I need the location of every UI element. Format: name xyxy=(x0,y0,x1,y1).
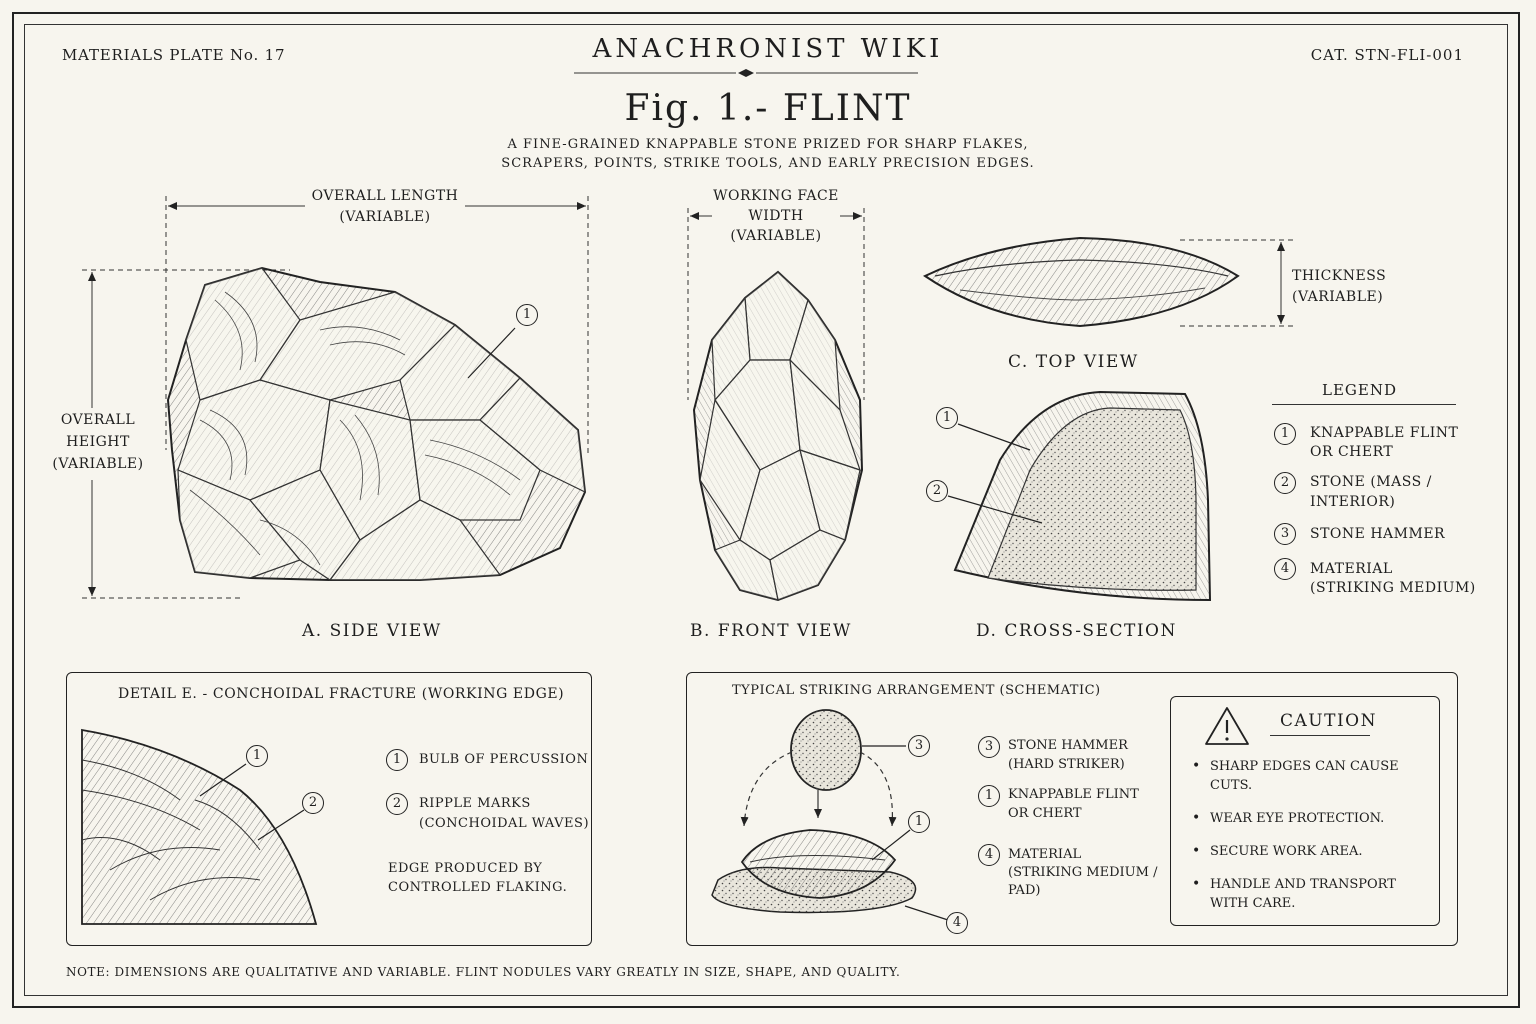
striking-num-3: 4 xyxy=(978,844,1000,866)
striking-callout-hammer: 3 xyxy=(908,735,930,757)
conchoidal-fracture-detail xyxy=(81,728,318,925)
caution-panel xyxy=(1170,696,1440,926)
caution-bullet-marker-4: • xyxy=(1192,876,1201,892)
overall-height-variable: (VARIABLE) xyxy=(52,456,144,472)
striking-arrangement-panel xyxy=(686,672,1458,946)
caution-item-1-line-1: SHARP EDGES CAN CAUSE xyxy=(1210,759,1399,774)
striking-num-2: 1 xyxy=(978,785,1000,807)
striking-item-1-line-1: STONE HAMMER xyxy=(1008,738,1128,753)
legend-num-3: 3 xyxy=(1274,523,1296,545)
striking-callout-pad: 4 xyxy=(946,912,968,934)
detail-item-1: BULB OF PERCUSSION xyxy=(419,752,589,767)
caution-title: CAUTION xyxy=(1280,711,1377,731)
caution-item-4-line-2: WITH CARE. xyxy=(1210,896,1296,911)
stone-hammer xyxy=(790,709,862,791)
thickness-label: THICKNESS xyxy=(1292,268,1387,284)
caution-bullet-marker-3: • xyxy=(1192,843,1201,859)
figure-title: Fig. 1.- FLINT xyxy=(624,88,912,129)
catalog-number: CAT. STN-FLI-001 xyxy=(1310,46,1464,64)
flint-side-view xyxy=(166,266,587,581)
label-top-view: C. TOP VIEW xyxy=(1008,352,1139,372)
legend-divider xyxy=(1272,404,1456,405)
callout-cross-section-1: 1 xyxy=(936,407,958,429)
striking-item-2-line-2: OR CHERT xyxy=(1008,806,1082,821)
label-cross-section: D. CROSS-SECTION xyxy=(976,621,1177,641)
caution-item-2: WEAR EYE PROTECTION. xyxy=(1210,811,1385,826)
striking-item-3-line-1: MATERIAL xyxy=(1008,847,1082,862)
detail-callout-2: 2 xyxy=(302,792,324,814)
callout-leader-e1 xyxy=(199,763,247,797)
legend-num-1: 1 xyxy=(1274,423,1296,445)
legend-item-3-line-1: STONE HAMMER xyxy=(1310,526,1446,542)
caution-item-1-line-2: CUTS. xyxy=(1210,778,1253,793)
legend-title: LEGEND xyxy=(1322,381,1397,399)
callout-leader-a1 xyxy=(467,327,516,379)
thickness-variable: (VARIABLE) xyxy=(1292,289,1384,305)
detail-num-2: 2 xyxy=(386,793,408,815)
detail-e-panel xyxy=(66,672,592,946)
detail-item-2-line-2: (CONCHOIDAL WAVES) xyxy=(419,816,590,831)
striking-title: TYPICAL STRIKING ARRANGEMENT (SCHEMATIC) xyxy=(732,683,1101,698)
striking-item-3-line-3: PAD) xyxy=(1008,883,1041,898)
striking-num-1: 3 xyxy=(978,736,1000,758)
callout-leader-pad xyxy=(904,905,949,921)
striking-callout-nodule: 1 xyxy=(908,811,930,833)
striking-item-3-line-2: (STRIKING MEDIUM / xyxy=(1008,865,1158,880)
thickness-dimension-lines xyxy=(1180,239,1296,327)
caution-item-4-line-1: HANDLE AND TRANSPORT xyxy=(1210,877,1396,892)
legend-item-1-line-1: KNAPPABLE FLINT xyxy=(1310,425,1459,441)
working-face-variable: (VARIABLE) xyxy=(730,228,822,244)
caution-item-3: SECURE WORK AREA. xyxy=(1210,844,1363,859)
callout-side-view-1: 1 xyxy=(516,304,538,326)
callout-leader-e2 xyxy=(257,809,305,841)
title-ornament xyxy=(574,69,918,77)
plate-number: MATERIALS PLATE No. 17 xyxy=(62,46,286,64)
warning-triangle-icon xyxy=(1205,707,1249,745)
working-face-label-2: WIDTH xyxy=(748,208,804,224)
inner-frame xyxy=(24,24,1508,996)
legend-item-2-line-1: STONE (MASS / xyxy=(1310,474,1432,490)
outer-frame xyxy=(12,12,1520,1008)
caution-bullet-marker-1: • xyxy=(1192,758,1201,774)
site-title: ANACHRONIST WIKI xyxy=(592,34,944,64)
detail-note-line-1: EDGE PRODUCED BY xyxy=(388,861,543,876)
detail-callout-1: 1 xyxy=(246,745,268,767)
legend-item-4-line-1: MATERIAL xyxy=(1310,561,1393,577)
callout-leader-d2 xyxy=(947,495,1043,524)
legend-item-1-line-2: OR CHERT xyxy=(1310,444,1394,460)
legend-item-4-line-2: (STRIKING MEDIUM) xyxy=(1310,580,1476,596)
flint-nodule-on-pad xyxy=(740,829,897,899)
overall-length-label: OVERALL LENGTH xyxy=(311,188,459,204)
flint-top-view xyxy=(922,236,1240,328)
detail-item-2-line-1: RIPPLE MARKS xyxy=(419,796,531,811)
front-view-dimension-lines xyxy=(687,208,865,400)
legend-item-2-line-2: INTERIOR) xyxy=(1310,494,1396,510)
strike-arrows xyxy=(740,751,897,827)
label-side-view: A. SIDE VIEW xyxy=(302,621,442,641)
caution-divider xyxy=(1270,735,1370,736)
detail-e-title: DETAIL E. - CONCHOIDAL FRACTURE (WORKING… xyxy=(118,686,565,702)
callout-cross-section-2: 2 xyxy=(926,480,948,502)
legend-num-2: 2 xyxy=(1274,472,1296,494)
overall-height-label-1: OVERALL xyxy=(60,412,136,428)
footer-note: NOTE: DIMENSIONS ARE QUALITATIVE AND VAR… xyxy=(66,965,901,979)
flint-front-view xyxy=(692,270,864,602)
flint-cross-section xyxy=(953,390,1212,602)
label-front-view: B. FRONT VIEW xyxy=(690,621,852,641)
caution-bullet-marker-2: • xyxy=(1192,810,1201,826)
striking-item-2-line-1: KNAPPABLE FLINT xyxy=(1008,787,1139,802)
overall-height-label-2: HEIGHT xyxy=(66,434,130,450)
subtitle-line-2: SCRAPERS, POINTS, STRIKE TOOLS, AND EARL… xyxy=(501,156,1035,171)
callout-leader-nodule xyxy=(871,829,911,861)
striking-item-1-line-2: (HARD STRIKER) xyxy=(1008,757,1125,772)
legend-num-4: 4 xyxy=(1274,558,1296,580)
detail-num-1: 1 xyxy=(386,749,408,771)
detail-note-line-2: CONTROLLED FLAKING. xyxy=(388,880,568,895)
working-face-label-1: WORKING FACE xyxy=(713,188,839,204)
callout-leader-d1 xyxy=(957,423,1031,451)
subtitle-line-1: A FINE-GRAINED KNAPPABLE STONE PRIZED FO… xyxy=(507,137,1029,152)
overall-length-variable: (VARIABLE) xyxy=(339,209,431,225)
